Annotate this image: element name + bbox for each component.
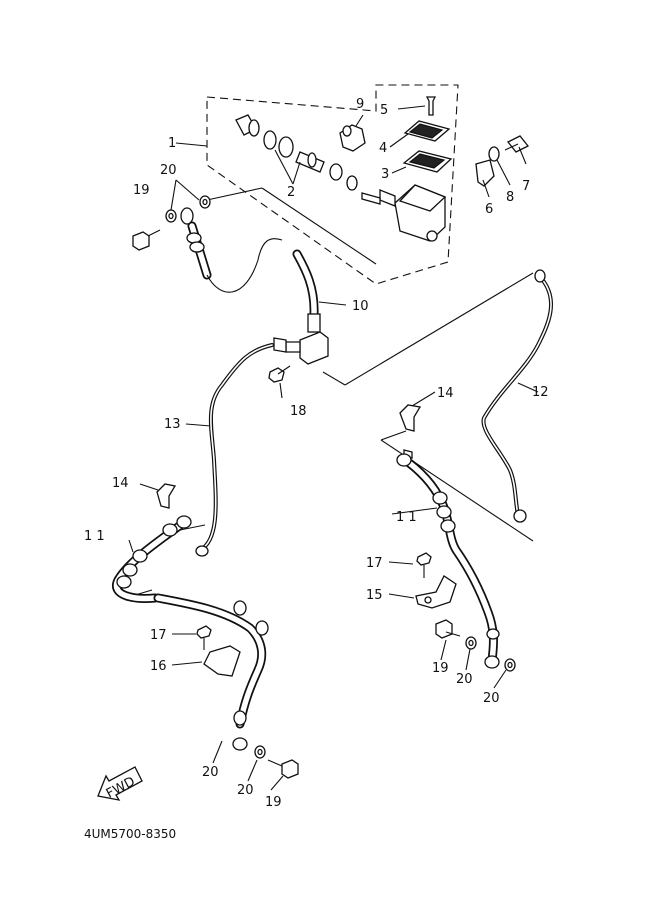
hose-holder-15 [415, 552, 457, 609]
callout-14-right: 14 [437, 386, 454, 401]
brake-joint-block [273, 331, 329, 365]
callout-10: 10 [352, 299, 369, 314]
callout-17-right: 17 [366, 556, 383, 571]
upper-hose-left [180, 207, 283, 293]
reservoir-cap-parts [402, 96, 453, 173]
brake-hose-11-left [112, 515, 269, 751]
callout-8: 8 [506, 190, 514, 205]
callout-4: 4 [379, 141, 387, 156]
callout-11-left: 1 1 [84, 529, 105, 544]
assembly-dashed-outline [206, 84, 459, 285]
callout-19-lower: 19 [265, 795, 282, 810]
brake-hose-10 [292, 249, 321, 333]
copper-washers-upper [165, 195, 211, 223]
union-bolt-19-right [435, 619, 461, 639]
callout-5: 5 [380, 103, 388, 118]
callout-labels: 1 9 5 4 3 2 20 19 6 8 7 10 12 14 18 13 1… [84, 97, 549, 810]
lever-bracket-parts [475, 135, 530, 187]
callout-12: 12 [532, 385, 549, 400]
callout-7: 7 [522, 179, 530, 194]
master-cylinder-assembly [206, 84, 530, 285]
copper-washers-lower [254, 745, 266, 759]
union-bolt-19-upper [132, 229, 161, 251]
union-bolt-19-lower [267, 759, 299, 779]
master-cylinder-body [361, 184, 447, 242]
callout-16: 16 [150, 659, 167, 674]
brake-hose-11-right [396, 453, 500, 669]
brake-pipe-12 [481, 269, 553, 523]
boot-part [339, 124, 366, 152]
callout-19-right: 19 [432, 661, 449, 676]
callout-20-right-a: 20 [456, 672, 473, 687]
callout-3: 3 [381, 167, 389, 182]
fwd-arrow-icon: FWD [97, 766, 143, 802]
callout-15: 15 [366, 588, 383, 603]
diagram-code: 4UM5700-8350 [84, 827, 176, 841]
callout-1: 1 [168, 136, 176, 151]
callout-19-upper: 19 [133, 183, 150, 198]
callout-13: 13 [164, 417, 181, 432]
piston-kit-part [235, 114, 358, 191]
callout-11-right: 1 1 [396, 510, 417, 525]
hose-holder-16 [196, 625, 241, 677]
callout-20-lower-a: 20 [202, 765, 219, 780]
copper-washers-right [465, 636, 516, 672]
callout-6: 6 [485, 202, 493, 217]
callout-2: 2 [287, 185, 295, 200]
callout-20-right-b: 20 [483, 691, 500, 706]
callout-18: 18 [290, 404, 307, 419]
callout-17-left: 17 [150, 628, 167, 643]
callout-20-upper: 20 [160, 163, 177, 178]
bolt-18 [268, 365, 291, 383]
callout-14-left: 14 [112, 476, 129, 491]
callout-9: 9 [356, 97, 364, 112]
brake-pipe-13 [195, 343, 274, 557]
callout-20-lower-b: 20 [237, 783, 254, 798]
hose-clip-left [156, 483, 177, 509]
